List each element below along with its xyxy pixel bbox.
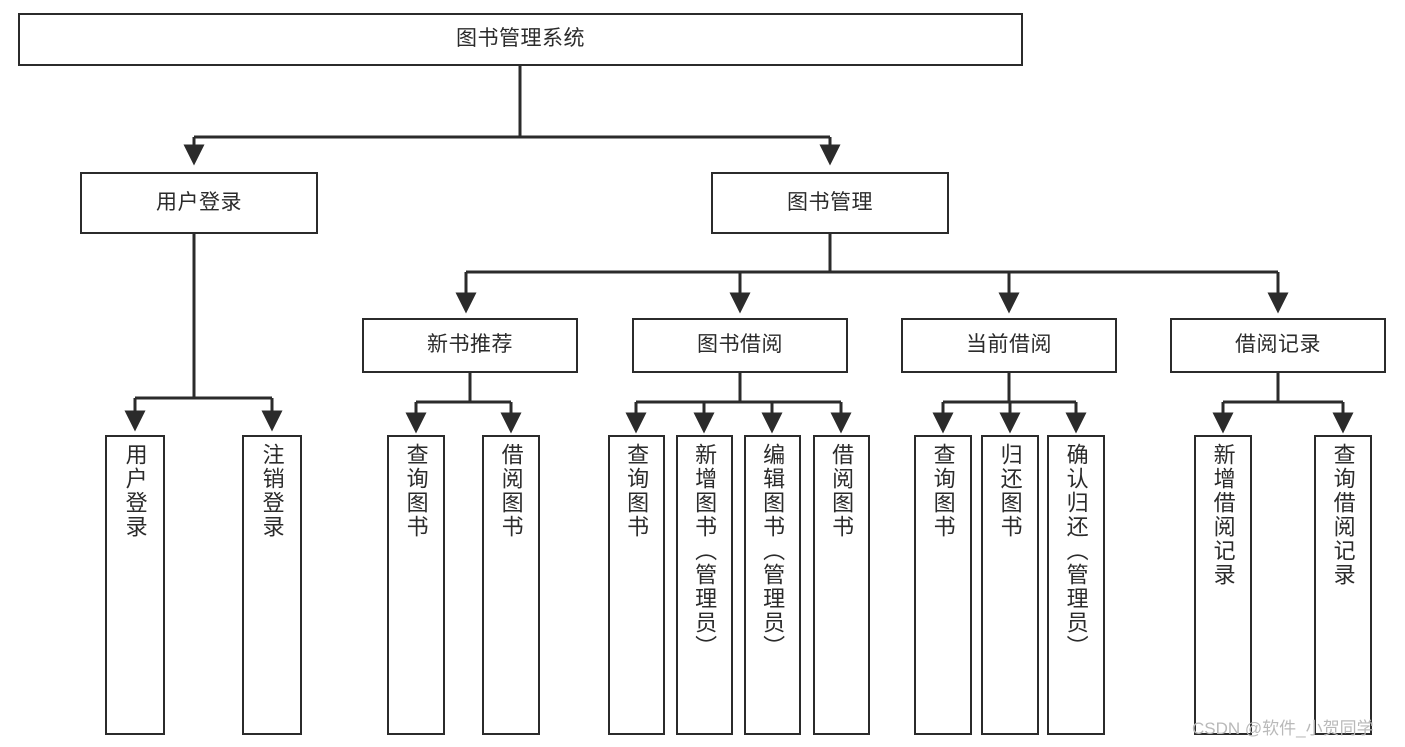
node-borrow-record[interactable]: 借阅记录: [1170, 318, 1386, 373]
leaf-query-book-2-label: 查询图书: [624, 443, 650, 539]
leaf-logout-label: 注销登录: [259, 443, 285, 539]
leaf-add-borrow-record[interactable]: 新增借阅记录: [1194, 435, 1252, 735]
node-book-borrow-label: 图书借阅: [697, 333, 783, 357]
node-root-label: 图书管理系统: [456, 27, 585, 51]
leaf-query-book-2[interactable]: 查询图书: [608, 435, 665, 735]
leaf-query-book-3[interactable]: 查询图书: [914, 435, 972, 735]
leaf-borrow-book-2[interactable]: 借阅图书: [813, 435, 870, 735]
leaf-add-book-label: 新增图书（管理员）: [692, 443, 718, 659]
leaf-query-borrow-record[interactable]: 查询借阅记录: [1314, 435, 1372, 735]
node-user-login-label: 用户登录: [156, 190, 242, 214]
node-book-manage[interactable]: 图书管理: [711, 172, 949, 234]
node-new-book-recommend[interactable]: 新书推荐: [362, 318, 578, 373]
leaf-query-borrow-record-label: 查询借阅记录: [1330, 443, 1356, 587]
csdn-watermark: CSDN @软件_小贺同学: [1192, 719, 1374, 738]
leaf-user-login[interactable]: 用户登录: [105, 435, 165, 735]
node-root[interactable]: 图书管理系统: [18, 13, 1023, 66]
leaf-return-book-label: 归还图书: [997, 443, 1023, 539]
node-current-borrow-label: 当前借阅: [966, 333, 1052, 357]
node-current-borrow[interactable]: 当前借阅: [901, 318, 1117, 373]
leaf-add-borrow-record-label: 新增借阅记录: [1210, 443, 1236, 587]
leaf-user-login-label: 用户登录: [122, 443, 148, 539]
leaf-logout[interactable]: 注销登录: [242, 435, 302, 735]
leaf-borrow-book-1-label: 借阅图书: [498, 443, 524, 539]
node-borrow-record-label: 借阅记录: [1235, 333, 1321, 357]
leaf-return-book[interactable]: 归还图书: [981, 435, 1039, 735]
leaf-add-book[interactable]: 新增图书（管理员）: [676, 435, 733, 735]
node-book-manage-label: 图书管理: [787, 190, 873, 214]
leaf-query-book-3-label: 查询图书: [930, 443, 956, 539]
leaf-borrow-book-1[interactable]: 借阅图书: [482, 435, 540, 735]
leaf-confirm-return-label: 确认归还（管理员）: [1063, 443, 1089, 659]
node-new-book-recommend-label: 新书推荐: [427, 333, 513, 357]
leaf-borrow-book-2-label: 借阅图书: [829, 443, 855, 539]
leaf-confirm-return[interactable]: 确认归还（管理员）: [1047, 435, 1105, 735]
leaf-query-book-1[interactable]: 查询图书: [387, 435, 445, 735]
leaf-edit-book[interactable]: 编辑图书（管理员）: [744, 435, 801, 735]
node-book-borrow[interactable]: 图书借阅: [632, 318, 848, 373]
node-user-login[interactable]: 用户登录: [80, 172, 318, 234]
leaf-query-book-1-label: 查询图书: [403, 443, 429, 539]
leaf-edit-book-label: 编辑图书（管理员）: [760, 443, 786, 659]
